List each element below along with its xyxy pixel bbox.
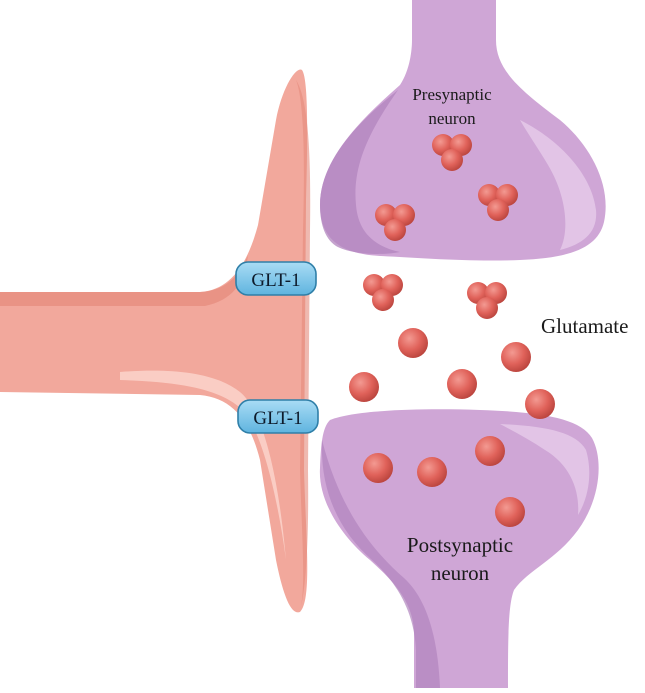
- glutamate-cluster-1-c: [441, 149, 463, 171]
- astrocyte-process: [0, 69, 311, 613]
- glutamate-molecules: [349, 134, 555, 527]
- glutamate-molecule-7: [417, 457, 447, 487]
- glt1-transporter-top: GLT-1: [235, 261, 317, 296]
- glutamate-cluster-2-c: [487, 199, 509, 221]
- glutamate-cluster-5-c: [476, 297, 498, 319]
- presynaptic-label-line2: neuron: [428, 109, 476, 128]
- postsynaptic-label-line2: neuron: [431, 561, 490, 585]
- glt1-label-bottom: GLT-1: [253, 408, 302, 429]
- glutamate-label: Glutamate: [541, 314, 628, 338]
- glutamate-cluster-3-c: [384, 219, 406, 241]
- presynaptic-shadow: [320, 90, 400, 254]
- presynaptic-terminal: [320, 0, 606, 261]
- presynaptic-neuron: Presynaptic neuron: [320, 0, 606, 261]
- glt1-label-top: GLT-1: [251, 270, 300, 291]
- astrocyte-shadow: [0, 255, 248, 306]
- postsynaptic-shadow: [321, 440, 440, 688]
- glutamate-molecule-3: [349, 372, 379, 402]
- postsynaptic-terminal: [319, 409, 599, 688]
- glutamate-molecule-8: [475, 436, 505, 466]
- postsynaptic-label-line1: Postsynaptic: [407, 533, 513, 557]
- glutamate-molecule-9: [495, 497, 525, 527]
- presynaptic-highlight: [520, 120, 597, 250]
- glutamate-molecule-6: [363, 453, 393, 483]
- glutamate-molecule-4: [447, 369, 477, 399]
- postsynaptic-highlight: [500, 424, 590, 515]
- postsynaptic-neuron: Postsynaptic neuron: [319, 409, 599, 688]
- glutamate-molecule-2: [501, 342, 531, 372]
- glutamate-molecule-1: [398, 328, 428, 358]
- astrocyte-edge-shadow: [296, 80, 311, 610]
- astrocyte-body: [0, 69, 308, 613]
- presynaptic-label-line1: Presynaptic: [412, 85, 492, 104]
- glutamate-molecule-5: [525, 389, 555, 419]
- glutamate-cluster-4-c: [372, 289, 394, 311]
- glt1-transporter-bottom: GLT-1: [237, 399, 319, 434]
